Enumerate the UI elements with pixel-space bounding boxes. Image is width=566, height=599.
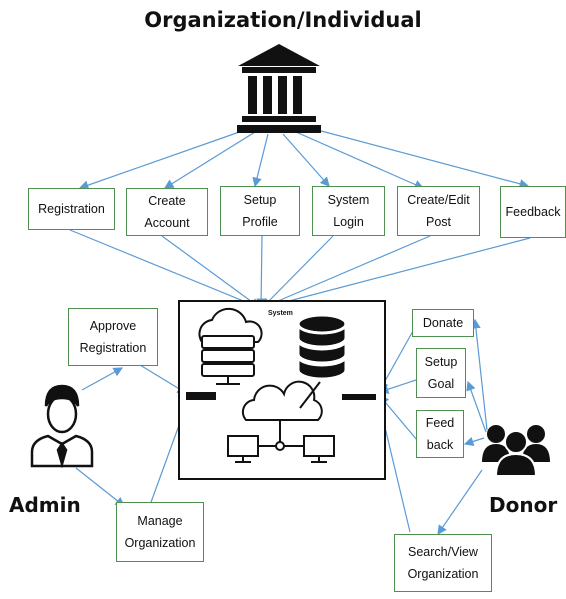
- search-view-organization-box[interactable]: Search/View Organization: [394, 534, 492, 592]
- create-edit-post-box[interactable]: Create/Edit Post: [397, 186, 480, 236]
- system-login-box[interactable]: System Login: [312, 186, 385, 236]
- feedback-box[interactable]: Feedback: [500, 186, 566, 238]
- diagram-title: Organization/Individual: [144, 8, 422, 32]
- approve-registration-box[interactable]: Approve Registration: [68, 308, 158, 366]
- database-icon: [296, 313, 348, 381]
- admin-label: Admin: [9, 493, 81, 517]
- donate-box[interactable]: Donate: [412, 309, 474, 337]
- system-icons: [186, 307, 376, 463]
- institution-icon: [237, 44, 321, 133]
- cloud-server-icon: [198, 307, 263, 385]
- manage-organization-box[interactable]: Manage Organization: [116, 502, 204, 562]
- system-label: System: [268, 310, 293, 317]
- setup-goal-box[interactable]: Setup Goal: [416, 348, 466, 398]
- donor-label: Donor: [489, 493, 558, 517]
- network-cloud-icon: [227, 380, 335, 463]
- create-account-box[interactable]: Create Account: [126, 188, 208, 236]
- setup-profile-box[interactable]: Setup Profile: [220, 186, 300, 236]
- registration-box[interactable]: Registration: [28, 188, 115, 230]
- admin-person-icon: [30, 384, 94, 468]
- donor-group-icon: [482, 425, 550, 476]
- feedback-donor-box[interactable]: Feed back: [416, 410, 464, 458]
